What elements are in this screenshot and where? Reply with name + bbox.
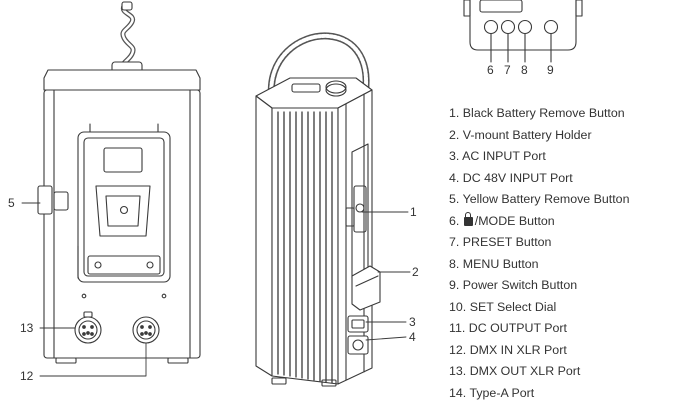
callout-label: 6	[487, 63, 494, 77]
legend-text: DMX IN XLR Port	[470, 343, 567, 357]
legend-item: 13. DMX OUT XLR Port	[449, 361, 629, 383]
coiled-cable	[122, 2, 133, 70]
legend-number: 2.	[449, 128, 459, 142]
legend-text: AC INPUT Port	[462, 149, 546, 163]
legend-item: 14. Type-A Port	[449, 383, 629, 404]
legend-item: 10. SET Select Dial	[449, 297, 629, 319]
legend-text: SET Select Dial	[470, 300, 557, 314]
legend-number: 6.	[449, 214, 459, 228]
legend-text: DMX OUT XLR Port	[470, 364, 581, 378]
legend-text: V-mount Battery Holder	[463, 128, 592, 142]
legend-number: 7.	[449, 235, 459, 249]
callout-label: 3	[409, 315, 416, 329]
legend-item: 4. DC 48V INPUT Port	[449, 168, 629, 190]
legend-text: MENU Button	[463, 257, 539, 271]
callout-label: 12	[20, 369, 34, 383]
legend-item: 2. V-mount Battery Holder	[449, 125, 629, 147]
legend-text: /MODE Button	[475, 214, 555, 228]
legend-item: 1. Black Battery Remove Button	[449, 103, 629, 125]
control-panel	[464, 0, 582, 62]
perspective-view-unit	[256, 36, 380, 386]
legend-item: 6. /MODE Button	[449, 211, 629, 233]
legend-number: 11.	[449, 321, 465, 335]
legend-item: 8. MENU Button	[449, 254, 629, 276]
legend-number: 5.	[449, 192, 459, 206]
legend-item: 9. Power Switch Button	[449, 275, 629, 297]
legend-item: 12. DMX IN XLR Port	[449, 340, 629, 362]
callout-label: 8	[521, 63, 528, 77]
callout-label: 5	[8, 196, 15, 210]
legend-text: Power Switch Button	[463, 278, 577, 292]
legend-text: Type-A Port	[469, 386, 534, 400]
callout-label: 2	[412, 265, 419, 279]
callout-label: 4	[409, 330, 416, 344]
legend-text: Black Battery Remove Button	[463, 106, 625, 120]
legend-number: 9.	[449, 278, 459, 292]
callout-label: 7	[504, 63, 511, 77]
legend-text: DC OUTPUT Port	[469, 321, 567, 335]
legend-number: 3.	[449, 149, 459, 163]
legend-text: DC 48V INPUT Port	[463, 171, 573, 185]
callout-label: 13	[20, 321, 34, 335]
lock-icon	[464, 217, 473, 226]
legend-number: 4.	[449, 171, 459, 185]
callout-label: 1	[410, 205, 417, 219]
legend-text: PRESET Button	[463, 235, 552, 249]
legend-item: 3. AC INPUT Port	[449, 146, 629, 168]
legend-number: 13.	[449, 364, 466, 378]
parts-legend: 1. Black Battery Remove Button 2. V-moun…	[449, 103, 629, 404]
legend-item: 11. DC OUTPUT Port	[449, 318, 629, 340]
legend-number: 14.	[449, 386, 466, 400]
legend-text: Yellow Battery Remove Button	[463, 192, 630, 206]
legend-item: 5. Yellow Battery Remove Button	[449, 189, 629, 211]
legend-number: 1.	[449, 106, 459, 120]
legend-number: 12.	[449, 343, 466, 357]
rear-view-unit	[38, 2, 200, 363]
legend-number: 8.	[449, 257, 459, 271]
callout-label: 9	[547, 63, 554, 77]
legend-item: 7. PRESET Button	[449, 232, 629, 254]
legend-number: 10.	[449, 300, 466, 314]
